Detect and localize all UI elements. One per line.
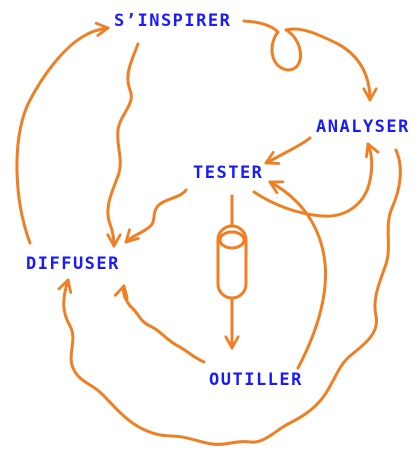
arrow-tester-to-diffuser [124, 188, 188, 244]
node-diffuser: DIFFUSER [26, 254, 120, 274]
arrow-outiller-to-tester [268, 182, 328, 370]
arrow-diffuser-to-inspirer [15, 28, 110, 245]
test-tube-icon [216, 224, 248, 300]
node-tester: TESTER [193, 163, 264, 183]
arrow-analyser-to-diffuser [64, 148, 402, 446]
node-analyser: ANALYSER [316, 117, 410, 137]
arrow-analyser-to-tester [264, 136, 312, 163]
arrow-tester-to-analyser [252, 142, 372, 218]
arrow-inspirer-to-analyser [242, 19, 370, 102]
node-inspirer: S’INSPIRER [114, 11, 232, 31]
arrow-outiller-to-diffuser [123, 284, 206, 364]
node-outiller: OUTILLER [209, 370, 303, 390]
arrow-inspirer-to-diffuser [106, 42, 140, 248]
